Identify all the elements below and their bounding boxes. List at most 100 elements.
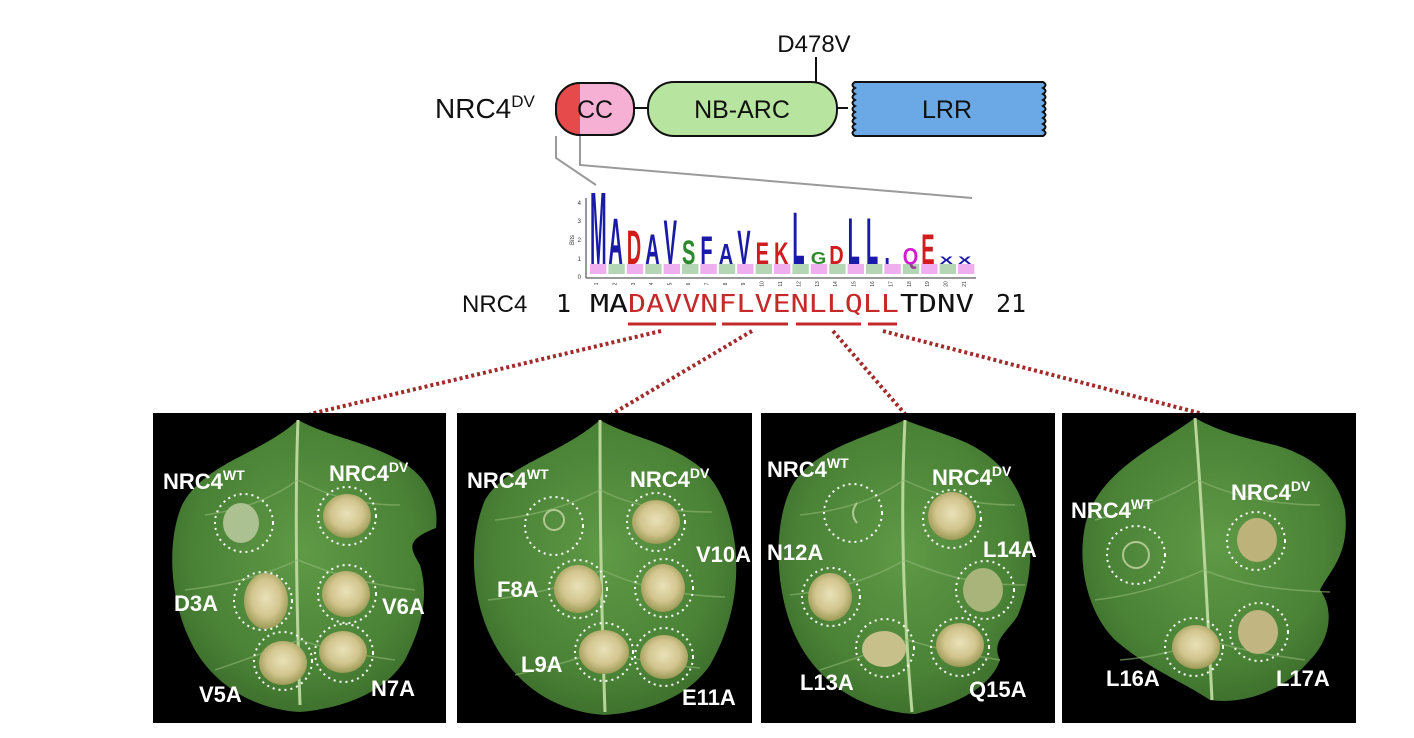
logo-minor-stack xyxy=(884,264,901,274)
label-mutant: N12A xyxy=(767,540,823,565)
mutation-label: D478V xyxy=(777,31,850,58)
logo-letter: A xyxy=(719,240,734,271)
label-mutant: E11A xyxy=(682,685,736,710)
logo-letter: I xyxy=(884,257,890,266)
logo-x-tick: 8 xyxy=(723,282,729,285)
label-mutant: L13A xyxy=(800,670,854,695)
logo-minor-stack xyxy=(847,264,864,274)
logo-x-tick: 20 xyxy=(944,281,950,287)
logo-x-tick: 14 xyxy=(833,281,839,287)
logo-minor-stack xyxy=(700,264,717,274)
logo-y-tick: 2 xyxy=(578,238,582,244)
logo-minor-stack xyxy=(792,264,809,274)
logo-x-tick: 10 xyxy=(760,281,766,287)
logo-minor-stack xyxy=(626,264,644,274)
domain-architecture: NRC4DV CC NB-ARC D478V LRR xyxy=(435,31,1047,199)
logo-letter: F xyxy=(700,227,712,273)
logo-letter: V xyxy=(664,207,677,277)
logo-letter: L xyxy=(866,206,878,279)
logo-minor-stack xyxy=(608,264,625,274)
label-wt: NRC4WT xyxy=(767,455,849,482)
logo-x-tick: 12 xyxy=(796,281,802,287)
logo-y-tick: 0 xyxy=(578,275,582,281)
logo-y-tick: 3 xyxy=(578,219,582,225)
logo-minor-stack xyxy=(755,264,772,274)
logo-minor-stack xyxy=(737,264,754,274)
logo-x-tick: 18 xyxy=(907,281,913,287)
label-mutant: L17A xyxy=(1276,666,1330,691)
logo-y-tick: 4 xyxy=(578,201,582,207)
logo-minor-stack xyxy=(645,264,662,274)
sequence-line: NRC4 1 MA DAVVNFLVENLLQLL TDNV 21 xyxy=(309,289,1204,416)
logo-x-tick: 5 xyxy=(668,282,674,285)
logo-x-tick: 19 xyxy=(925,281,931,287)
logo-y-tick: 1 xyxy=(578,257,582,263)
label-dv: NRC4DV xyxy=(932,463,1012,490)
sequence-start: 1 xyxy=(556,289,571,318)
label-dv: NRC4DV xyxy=(329,459,409,486)
label-mutant: L9A xyxy=(521,652,563,677)
logo-x-tick: 17 xyxy=(888,281,894,287)
logo-letter: K xyxy=(774,235,788,271)
logo-letter: L xyxy=(792,197,804,280)
logo-letter: D xyxy=(829,241,843,270)
logo-letter: L xyxy=(848,206,860,279)
callout-line xyxy=(831,329,907,416)
sequence-end: 21 xyxy=(996,289,1026,318)
label-mutant: Q15A xyxy=(969,677,1027,702)
leaf xyxy=(172,420,437,712)
label-dv: NRC4DV xyxy=(1231,478,1311,505)
logo-minor-stack xyxy=(663,264,680,274)
logo-minor-stack xyxy=(902,264,920,274)
infiltration-circles xyxy=(801,483,1015,678)
logo-x-tick: 21 xyxy=(962,281,968,287)
logo-x-tick: 13 xyxy=(815,281,821,287)
sequence-prefix: MA xyxy=(590,289,628,318)
logo-minor-stack xyxy=(958,264,975,274)
logo-x-tick: 7 xyxy=(704,282,710,285)
cc-n-terminus-highlight xyxy=(556,83,580,135)
label-mutant: N7A xyxy=(371,676,415,701)
sequence-suffix: TDNV xyxy=(900,289,974,318)
leaf-panel-1: NRC4WT NRC4DV D3A V6A V5A N7A xyxy=(153,413,446,723)
logo-minor-stack xyxy=(774,264,791,274)
logo-letter: V xyxy=(737,220,750,275)
cc-label: CC xyxy=(577,96,613,124)
logo-x-tick: 15 xyxy=(852,281,858,287)
leaf-midrib xyxy=(901,419,914,713)
logo-letter: A xyxy=(608,206,622,279)
logo-letter: D xyxy=(627,220,641,275)
construct-name: NRC4DV xyxy=(435,92,536,124)
label-mutant: F8A xyxy=(497,577,539,602)
label-wt: NRC4WT xyxy=(163,467,245,494)
logo-minor-stack xyxy=(718,264,736,274)
logo-x-tick: 11 xyxy=(778,281,784,286)
label-mutant: L16A xyxy=(1106,666,1160,691)
logo-minor-stack xyxy=(829,264,846,274)
logo-letter: S xyxy=(682,233,695,271)
sequence-highlighted: DAVVNFLVENLLQLL xyxy=(628,289,899,318)
logo-minor-stack xyxy=(939,264,956,274)
nbarc-label: NB-ARC xyxy=(694,96,790,124)
label-mutant: V6A xyxy=(382,594,425,619)
logo-letter: X xyxy=(958,254,972,267)
label-mutant: D3A xyxy=(174,591,218,616)
label-wt: NRC4WT xyxy=(467,466,549,493)
zoom-line-right xyxy=(579,136,973,199)
label-mutant: L14A xyxy=(983,537,1037,562)
logo-letter: Q xyxy=(903,244,919,270)
logo-minor-stack xyxy=(921,264,938,274)
nbarc-domain xyxy=(647,81,838,137)
lrr-domain xyxy=(851,81,1047,137)
sequence-label: NRC4 xyxy=(462,291,527,318)
logo-minor-stack xyxy=(590,264,607,274)
infiltration-circles xyxy=(1106,511,1289,677)
logo-x-tick: 4 xyxy=(649,282,655,285)
callout-line xyxy=(309,329,662,416)
logo-letter: M xyxy=(590,171,607,286)
label-wt: NRC4WT xyxy=(1071,496,1153,523)
leaf-panel-4: NRC4WT NRC4DV L16A L17A xyxy=(1062,413,1356,723)
logo-x-tick: 16 xyxy=(870,281,876,287)
logo-letter: X xyxy=(940,254,954,267)
logo-x-tick: 9 xyxy=(741,282,747,285)
